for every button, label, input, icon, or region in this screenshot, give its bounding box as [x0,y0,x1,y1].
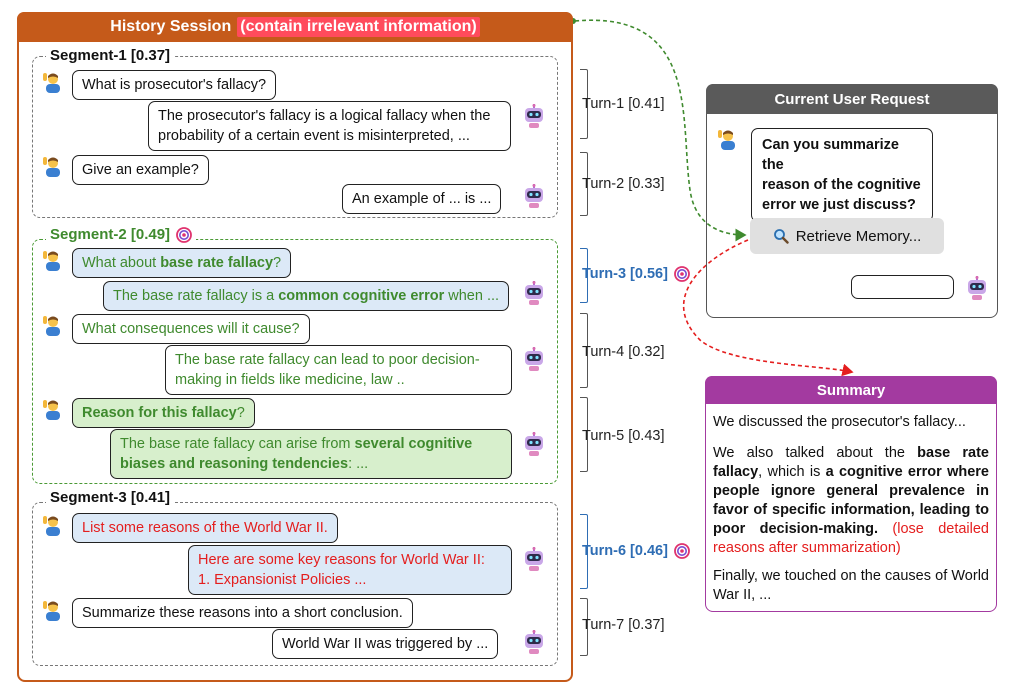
user-icon [41,71,63,93]
user-icon [716,128,738,150]
target-icon [674,266,690,282]
segment-3-title: Segment-3 [0.41] [46,489,175,506]
user-icon [41,314,63,336]
robot-icon [523,104,545,128]
history-title: History Session [110,18,232,35]
magnifier-icon [773,229,789,244]
turn-4-bracket [580,313,588,388]
turn-2-label: Turn-2 [0.33] [582,176,665,192]
message-user-turn-7: Summarize these reasons into a short con… [72,598,413,628]
turn-7-label: Turn-7 [0.37] [582,617,665,633]
robot-icon [523,547,545,571]
segment-3-box [32,502,558,666]
retrieve-to-summary-arrow [682,239,854,377]
summary-paragraph-2: We also talked about the base rate falla… [713,445,989,556]
pending-response-bubble [851,275,954,299]
turn-7-bracket [580,598,588,656]
message-bot-turn-5: The base rate fallacy can arise from sev… [110,429,512,479]
message-user-turn-5: Reason for this fallacy? [72,398,255,428]
message-user-turn-3: What about base rate fallacy? [72,248,292,278]
user-icon [41,398,63,420]
user-icon [41,249,63,271]
turn-6-label: Turn-6 [0.46] [582,543,690,559]
turn-4-label: Turn-4 [0.32] [582,344,665,360]
segment-1-box [32,56,558,218]
turn-3-label: Turn-3 [0.56] [582,266,690,282]
current-request-header: Current User Request [706,84,998,114]
message-user-turn-6: List some reasons of the World War II. [72,513,338,543]
segment-2-box [32,239,558,484]
retrieve-memory-button[interactable]: Retrieve Memory... [750,218,944,254]
segment-2-title: Segment-2 [0.49] [46,226,197,243]
message-bot-turn-6: Here are some key reasons for World War … [188,545,512,595]
robot-icon [523,347,545,371]
robot-icon [523,630,545,654]
history-warning: (contain irrelevant information) [237,17,480,37]
message-bot-turn-7: World War II was triggered by ... [272,629,499,659]
message-user-turn-4: What consequences will it cause? [72,314,310,344]
turn-1-bracket [580,69,588,139]
target-icon [176,227,192,243]
turn-3-bracket [580,248,588,303]
message-bot-turn-3: The base rate fallacy is a common cognit… [103,281,510,311]
robot-icon [523,432,545,456]
message-user-turn-2: Give an example? [72,155,209,185]
target-icon [674,543,690,559]
turn-6-bracket [580,514,588,589]
history-to-retrieve-arrow [574,19,747,242]
turn-1-label: Turn-1 [0.41] [582,96,665,112]
turn-5-label: Turn-5 [0.43] [582,428,665,444]
message-bot-turn-1: The prosecutor's fallacy is a logical fa… [148,101,511,151]
user-icon [41,599,63,621]
message-user-turn-1: What is prosecutor's fallacy? [72,70,277,100]
segment-1-title: Segment-1 [0.37] [46,47,175,64]
turn-2-bracket [580,152,588,216]
summary-paragraph-3: Finally, we touched on the causes of Wor… [713,568,989,603]
user-icon [41,155,63,177]
robot-icon [523,281,545,305]
turn-5-bracket [580,397,588,472]
history-session-header: History Session (contain irrelevant info… [17,12,573,42]
message-bot-turn-2: An example of ... is ... [342,184,502,214]
robot-icon [523,184,545,208]
user-icon [41,514,63,536]
message-bot-turn-4: The base rate fallacy can lead to poor d… [165,345,512,395]
robot-icon [966,276,988,300]
summary-header: Summary [705,376,997,404]
summary-paragraph-1: We discussed the prosecutor's fallacy... [713,414,966,430]
